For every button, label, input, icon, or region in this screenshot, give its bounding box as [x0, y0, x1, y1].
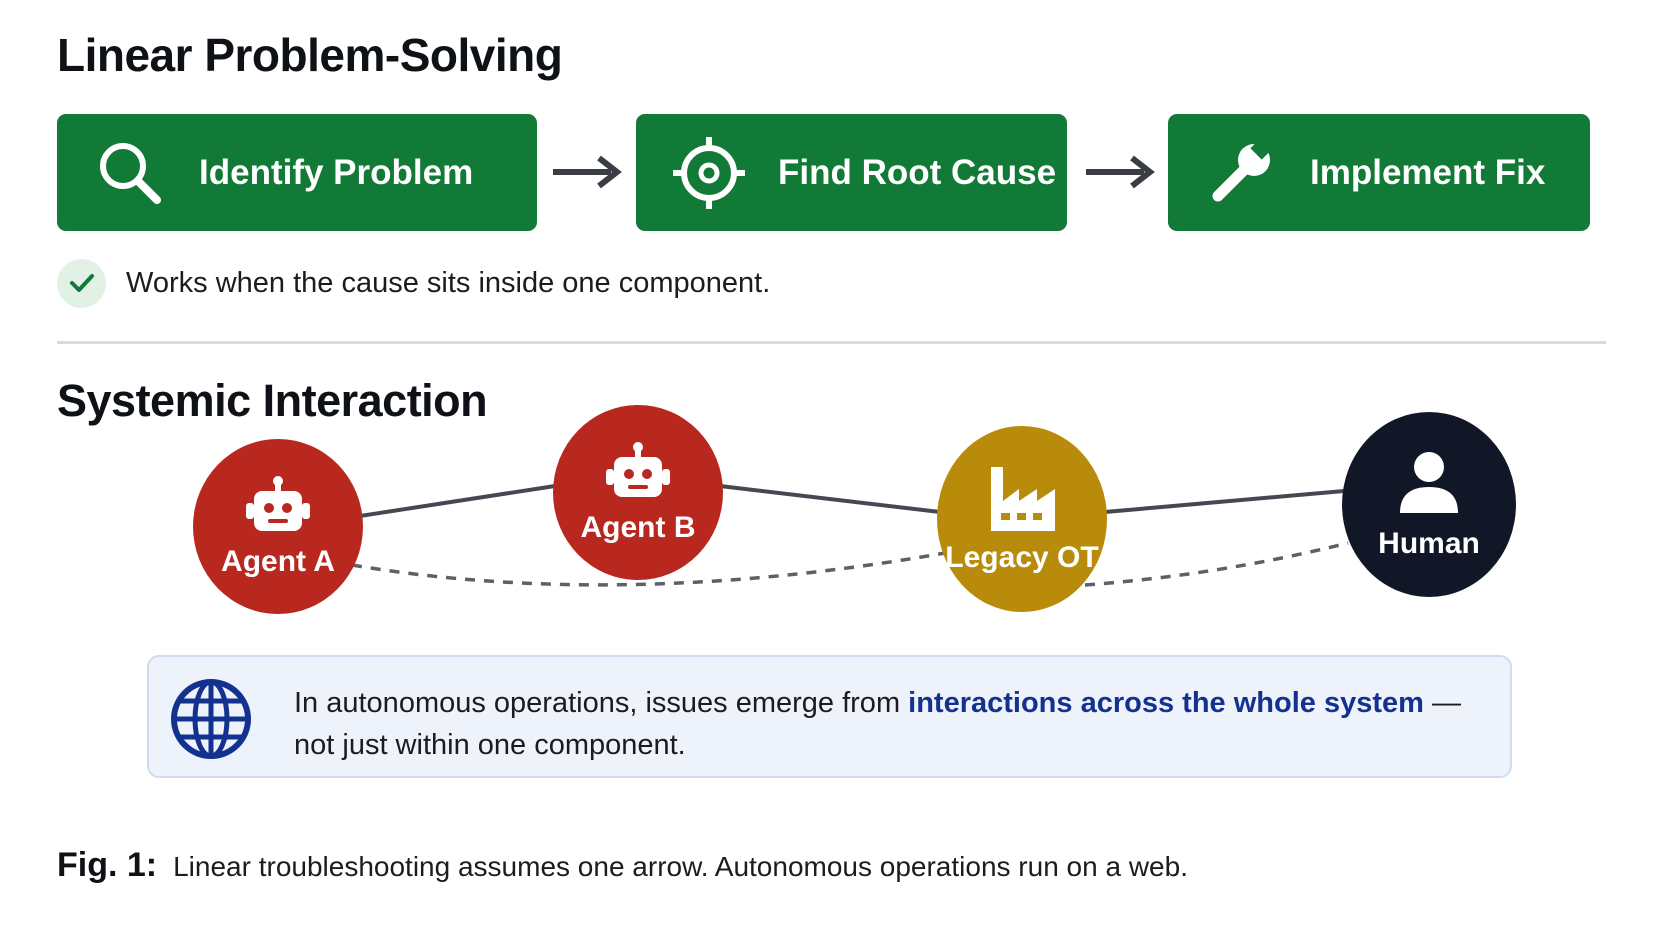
connection-line: [359, 484, 556, 518]
globe-icon: [171, 679, 251, 759]
step-find-root-cause: Find Root Cause: [636, 114, 1067, 231]
callout-text-lead: In autonomous operations, issues emerge …: [294, 687, 909, 719]
caption-label: Fig. 1:: [57, 846, 158, 884]
callout-text-tail: — not just within one component.: [294, 687, 1461, 761]
step-label: Implement Fix: [1310, 152, 1546, 192]
callout-emphasis: interactions across the whole system: [908, 687, 1424, 719]
crosshair-icon: [664, 128, 754, 218]
robot-icon: [246, 475, 310, 531]
node-label: Human: [1378, 526, 1480, 560]
node-label: Agent B: [580, 510, 696, 544]
arrow-right-icon: [1086, 155, 1155, 189]
node-label: Legacy OT: [945, 541, 1099, 574]
factory-icon: [991, 467, 1055, 531]
linear-section-title: Linear Problem-Solving: [57, 29, 563, 81]
node-legacy-ot: Legacy OT: [937, 426, 1107, 612]
arrow-right-icon: [553, 155, 622, 189]
connection-line: [719, 484, 941, 514]
magnifier-icon: [85, 128, 175, 218]
systemic-section-title: Systemic Interaction: [57, 375, 488, 426]
node-agent-a: Agent A: [193, 439, 363, 614]
step-implement-fix: Implement Fix: [1168, 114, 1590, 231]
step-identify-problem: Identify Problem: [57, 114, 537, 231]
wrench-icon: [1196, 128, 1286, 218]
dashed-connection: [1084, 541, 1349, 587]
step-label: Identify Problem: [199, 152, 474, 192]
callout-text: In autonomous operations, issues emerge …: [294, 682, 1474, 766]
linear-note: Works when the cause sits inside one com…: [57, 258, 770, 308]
person-icon: [1400, 451, 1458, 513]
node-label: Agent A: [221, 544, 335, 578]
callout-box: In autonomous operations, issues emerge …: [147, 655, 1512, 778]
step-label: Find Root Cause: [778, 152, 1057, 192]
connection-line: [1104, 489, 1345, 514]
checkmark-icon: [57, 258, 106, 308]
node-agent-b: Agent B: [553, 405, 723, 580]
figure-caption: Fig. 1: Linear troubleshooting assumes o…: [57, 846, 1188, 885]
caption-text: Linear troubleshooting assumes one arrow…: [173, 851, 1188, 882]
node-human: Human: [1342, 412, 1516, 597]
linear-note-text: Works when the cause sits inside one com…: [126, 266, 771, 299]
robot-icon: [606, 441, 670, 497]
section-divider: [57, 341, 1606, 344]
